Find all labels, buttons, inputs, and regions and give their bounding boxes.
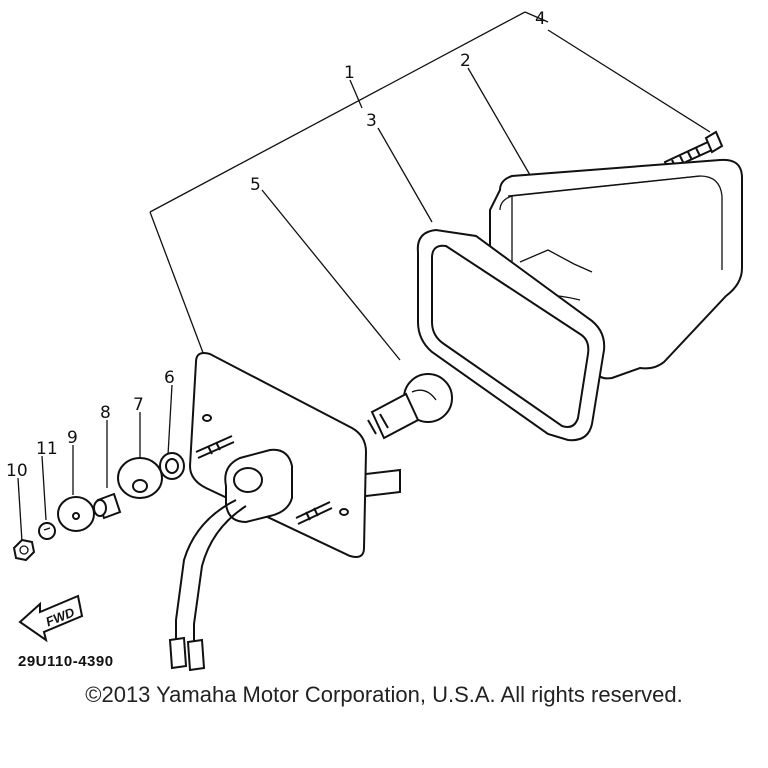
callout-10: 10: [6, 461, 28, 481]
diagram-code: 29U110-4390: [18, 653, 114, 670]
fwd-arrow-icon: FWD: [18, 594, 84, 643]
socket-assembly: [168, 448, 293, 672]
callout-9: 9: [67, 428, 78, 448]
assembly-bracket-lines: [149, 11, 549, 359]
callout-5: 5: [250, 175, 261, 195]
callout-3: 3: [366, 111, 377, 131]
callout-2: 2: [460, 51, 471, 71]
callout-7: 7: [133, 395, 144, 415]
leader-lines: [17, 29, 711, 543]
callout-4: 4: [535, 9, 546, 29]
callout-numbers: 4 2 1 3 5 6 7 8 9 11 10: [6, 9, 546, 481]
callout-8: 8: [100, 403, 111, 423]
callout-11: 11: [36, 439, 58, 459]
small-parts: [12, 452, 185, 562]
copyright-notice: ©2013 Yamaha Motor Corporation, U.S.A. A…: [85, 682, 683, 707]
gasket-part: [416, 228, 606, 442]
bulb-part: [367, 373, 453, 440]
callout-1: 1: [344, 63, 355, 83]
callout-6: 6: [164, 368, 175, 388]
